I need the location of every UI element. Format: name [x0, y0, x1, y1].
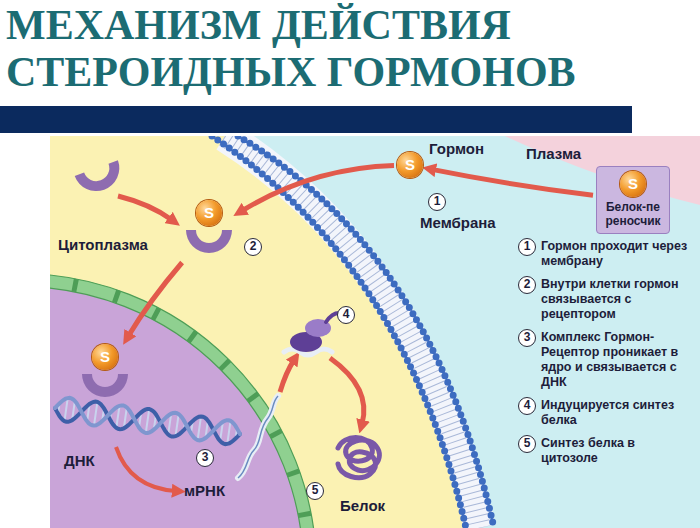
- flow-arrow: [128, 263, 182, 337]
- callout-number: 4: [337, 306, 355, 324]
- part-label: Белок: [340, 497, 385, 514]
- step-text: Внутри клетки гормон связывается с рецеп…: [541, 277, 695, 322]
- hormone-ball: SГормон: [397, 152, 423, 178]
- flow-arrow: [242, 166, 394, 212]
- flow-arrow: [432, 169, 593, 195]
- receptor-arrow: [118, 196, 172, 220]
- envelope-outer-line: [50, 274, 317, 528]
- panel: [50, 136, 700, 528]
- callout-number: 3: [196, 449, 214, 467]
- hormone-letter: S: [92, 344, 118, 370]
- dna-helix: [55, 398, 240, 444]
- step-text: Синтез белка в цитозоле: [541, 436, 695, 466]
- transcription-arrow: [116, 447, 176, 491]
- dna-strand: [55, 398, 240, 441]
- callout-number: 1: [428, 193, 446, 211]
- hormone-receptor-complex: S: [184, 200, 234, 262]
- step-text: Индуцируется синтез белка: [541, 398, 695, 428]
- callout-number: 5: [306, 482, 324, 500]
- step-number: 1: [518, 238, 536, 256]
- hormone-ball: S: [620, 171, 646, 197]
- hormone-letter: S: [620, 171, 646, 197]
- folding-arrow: [330, 358, 364, 424]
- carrier-protein-box: S Белок-пе реносчик: [596, 166, 670, 234]
- receptor-cup: [186, 230, 232, 253]
- part-label: мРНК: [184, 482, 225, 499]
- nucleus: [50, 280, 310, 528]
- callout-number: 2: [244, 238, 262, 256]
- node-text: Гормон: [429, 140, 484, 157]
- step-number: 3: [518, 329, 536, 347]
- step-number: 4: [518, 397, 536, 415]
- nuclear-envelope: [50, 280, 310, 528]
- node-text: Белок-пе реносчик: [600, 200, 666, 228]
- step-number: 5: [518, 435, 536, 453]
- export-arrow: [280, 360, 294, 392]
- step-text: Гормон проходит через мембрану: [541, 239, 695, 269]
- title-bar: [0, 106, 632, 133]
- mrna-strand: [238, 396, 278, 478]
- hormone-letter: S: [196, 200, 222, 226]
- part-label: Мембрана: [420, 214, 496, 231]
- region-label: Цитоплазма: [58, 236, 148, 253]
- step-text: Комплекс Гормон-Рецептор проникает в ядр…: [541, 330, 695, 390]
- receptor-cup: [82, 374, 128, 397]
- mrna-strand-edge: [238, 396, 278, 478]
- step-number: 2: [518, 276, 536, 294]
- free-receptor: [75, 160, 126, 197]
- nuclear-pores: [50, 280, 310, 528]
- region-label: Плазма: [526, 145, 581, 162]
- part-label: ДНК: [64, 452, 95, 469]
- title: МЕХАНИЗМ ДЕЙСТВИЯ СТЕРОИДНЫХ ГОРМОНОВ: [6, 2, 646, 96]
- protein-coil: [338, 438, 379, 478]
- hormone-letter: S: [397, 152, 423, 178]
- hormone-receptor-complex: S: [80, 344, 130, 406]
- envelope-inner-line: [50, 287, 304, 528]
- dna-strand: [55, 402, 240, 445]
